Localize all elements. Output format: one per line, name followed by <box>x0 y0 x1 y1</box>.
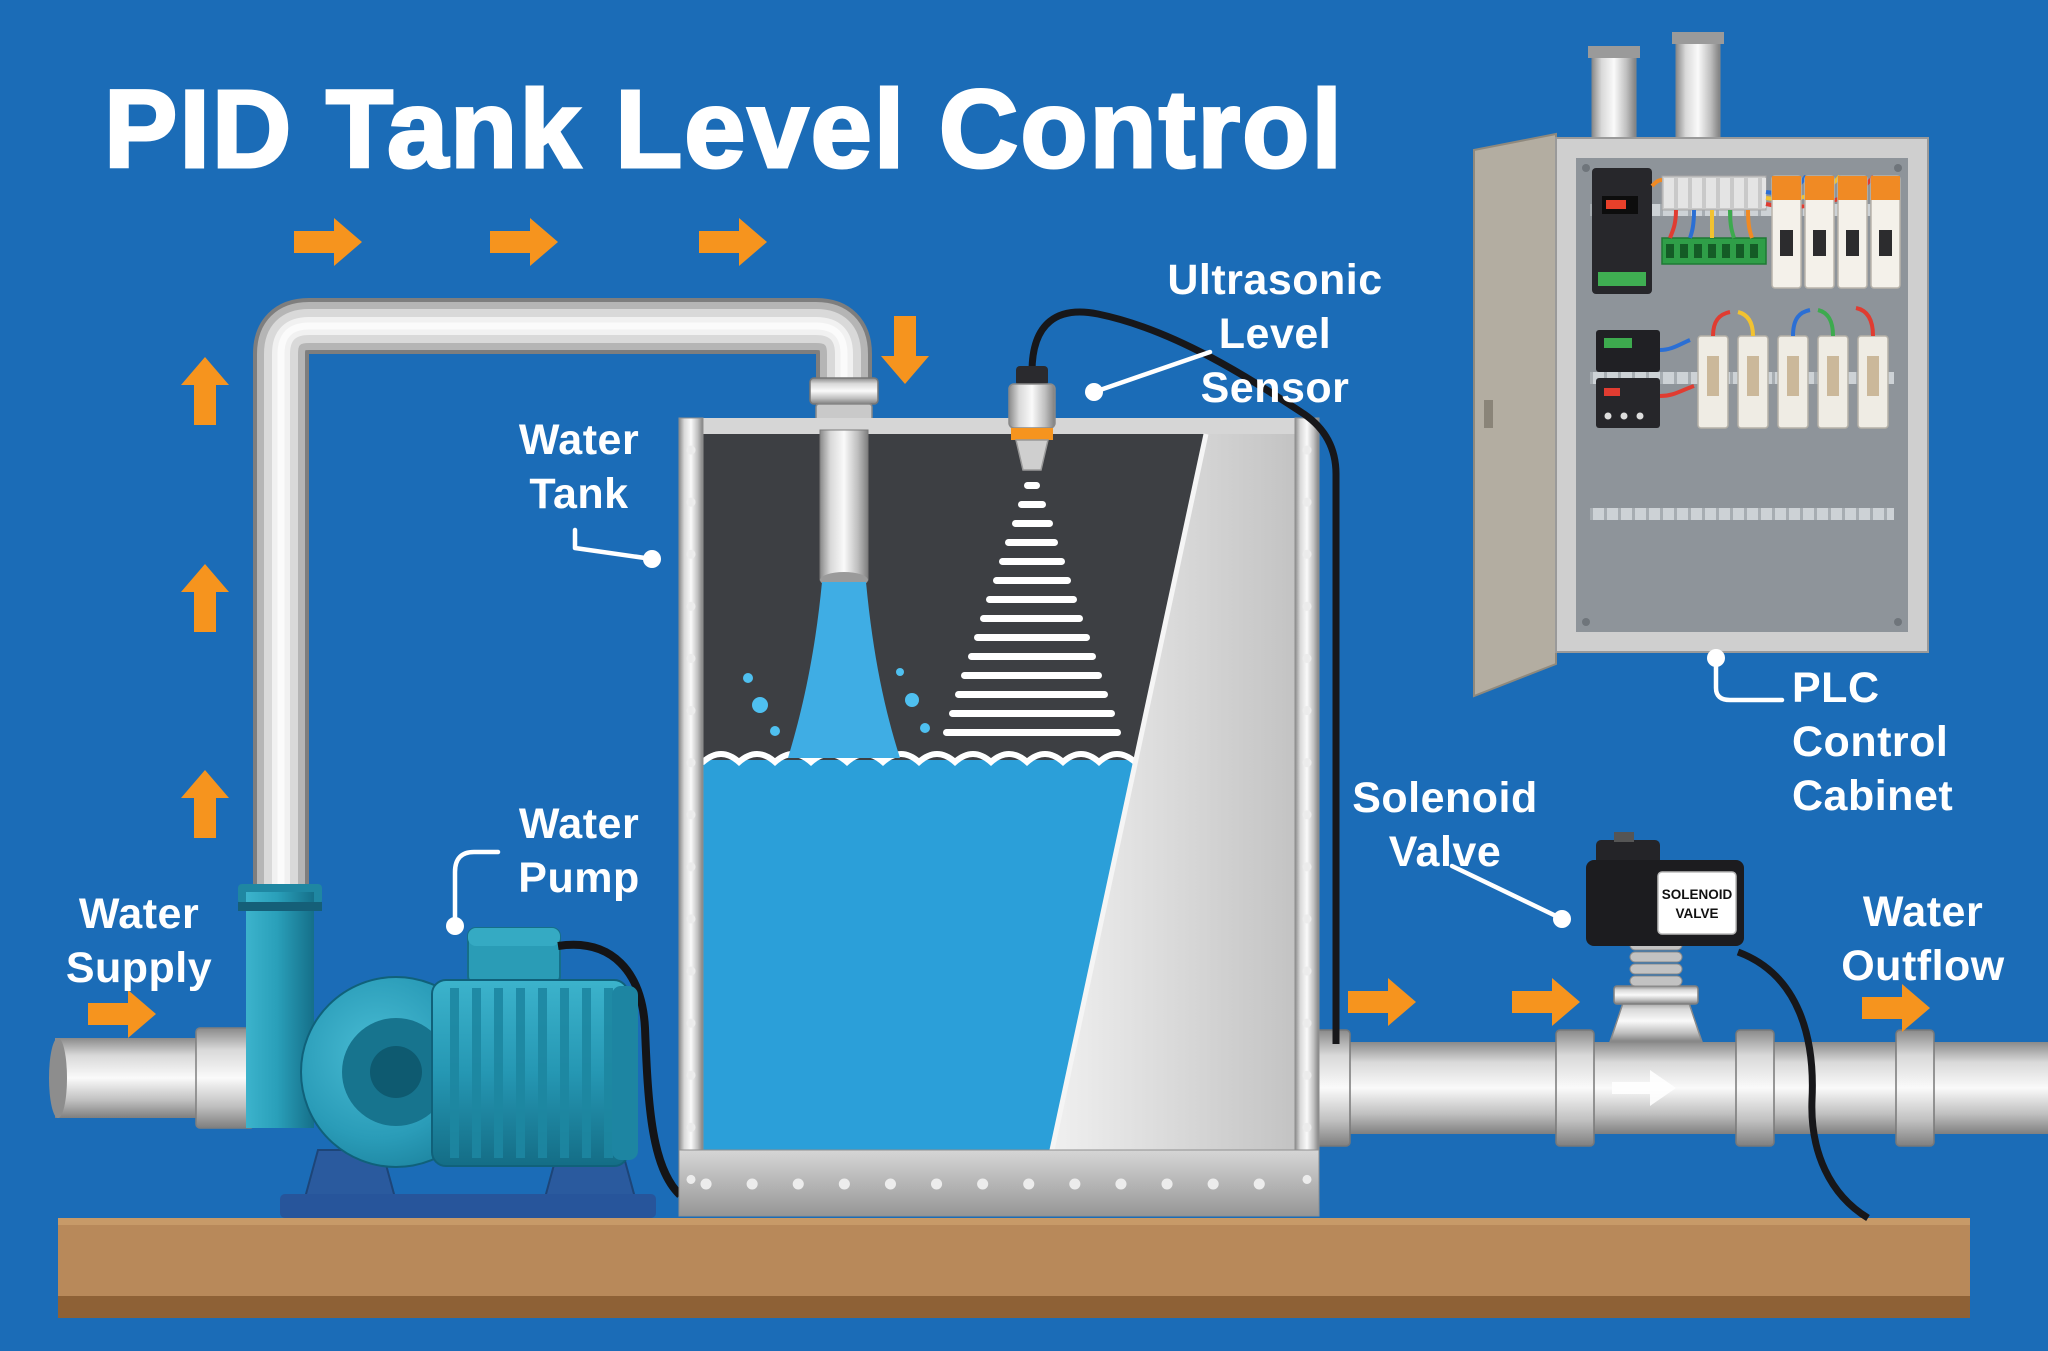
ultrasonic-level-sensor <box>1008 308 1340 1044</box>
flow-arrow-icon <box>88 990 156 1038</box>
flow-arrow-icon <box>881 316 929 384</box>
cabinet-door <box>1473 132 1557 698</box>
conduit-pipes <box>1588 32 1724 149</box>
pump-motor <box>431 979 629 1167</box>
inlet-water-stream <box>788 582 900 758</box>
tank-top-edge <box>679 418 1319 434</box>
pipe-flow-arrow-icon <box>1612 1070 1676 1106</box>
supply-pipe <box>49 1027 270 1129</box>
wires-row2 <box>1659 306 1875 398</box>
water-tank-label: Water Tank <box>518 416 640 518</box>
leader-water-pump <box>452 849 501 921</box>
flow-arrow-icon <box>1512 978 1580 1026</box>
sensor-cable <box>1028 308 1340 1044</box>
sensor-tip <box>1015 439 1049 471</box>
tank-bottom-band <box>678 1149 1320 1217</box>
flow-arrow-icon <box>699 218 767 266</box>
solenoid-valve: SOLENOID VALVE <box>1586 832 1870 1221</box>
leader-ultrasonic <box>1097 349 1213 393</box>
water-supply-label: Water Supply <box>65 890 213 992</box>
water-outflow-label: Water Outflow <box>1841 888 2005 990</box>
flow-arrow-icon <box>490 218 558 266</box>
plc-control-cabinet <box>1473 32 1929 698</box>
valve-nameplate-line2: VALVE <box>1675 906 1718 921</box>
flow-arrow-icon <box>181 564 229 632</box>
valve-nameplate-line1: SOLENOID <box>1662 887 1733 902</box>
tank-inlet-pipe <box>819 429 869 581</box>
splash-droplets <box>743 668 930 736</box>
circuit-breakers <box>1771 175 1901 289</box>
discharge-pipe <box>253 298 879 908</box>
valve-flange <box>1613 985 1699 1005</box>
ultrasonic-cone <box>943 482 1121 736</box>
valve-nameplate <box>1657 871 1737 935</box>
terminal-block <box>1661 175 1767 265</box>
flow-arrow-icon <box>181 770 229 838</box>
solenoid-valve-label: Solenoid Valve <box>1352 774 1538 876</box>
sensor-body <box>1008 383 1056 429</box>
valve-neck <box>1629 939 1683 987</box>
panel-screws <box>1582 164 1902 626</box>
plc-label: PLC Control Cabinet <box>1792 664 1954 820</box>
water-surface-wave <box>700 751 1138 767</box>
valve-coil-top <box>1596 840 1660 866</box>
plc-module <box>1592 168 1652 294</box>
valve-cable <box>1736 948 1870 1221</box>
pump-base <box>280 1194 656 1218</box>
door-handle <box>1484 400 1493 428</box>
ultrasonic-label: Ultrasonic Level Sensor <box>1167 256 1383 412</box>
flow-arrow-icon <box>181 357 229 425</box>
motor-end-cap <box>612 986 638 1160</box>
sensor-cap <box>1016 366 1048 386</box>
pump-power-cable <box>557 940 683 1198</box>
flow-arrow-icon <box>294 218 362 266</box>
pipe-flange <box>1895 1029 1935 1147</box>
page-title: PID Tank Level Control <box>103 67 1344 193</box>
leader-solenoid <box>1449 863 1559 919</box>
leader-lines <box>446 349 1785 935</box>
pipe-flange <box>1735 1029 1775 1147</box>
tank-front-panel <box>1052 434 1295 1150</box>
power-supplies <box>1596 330 1660 428</box>
fuse-holders <box>1697 335 1889 429</box>
pipe-union <box>809 377 879 405</box>
water-tank <box>678 417 1320 1217</box>
outflow-pipe <box>1293 1029 2048 1147</box>
flow-arrow-icon <box>1348 978 1416 1026</box>
leader-plc <box>1713 661 1785 703</box>
water-pump-label: Water Pump <box>518 800 640 902</box>
water-pump <box>238 884 683 1218</box>
leader-water-tank <box>572 527 648 561</box>
tank-water <box>703 760 1136 1150</box>
pipe-flange <box>1555 1029 1595 1147</box>
sensor-ring <box>1011 428 1053 440</box>
floor <box>58 1218 1970 1318</box>
valve-tee <box>1608 999 1704 1043</box>
